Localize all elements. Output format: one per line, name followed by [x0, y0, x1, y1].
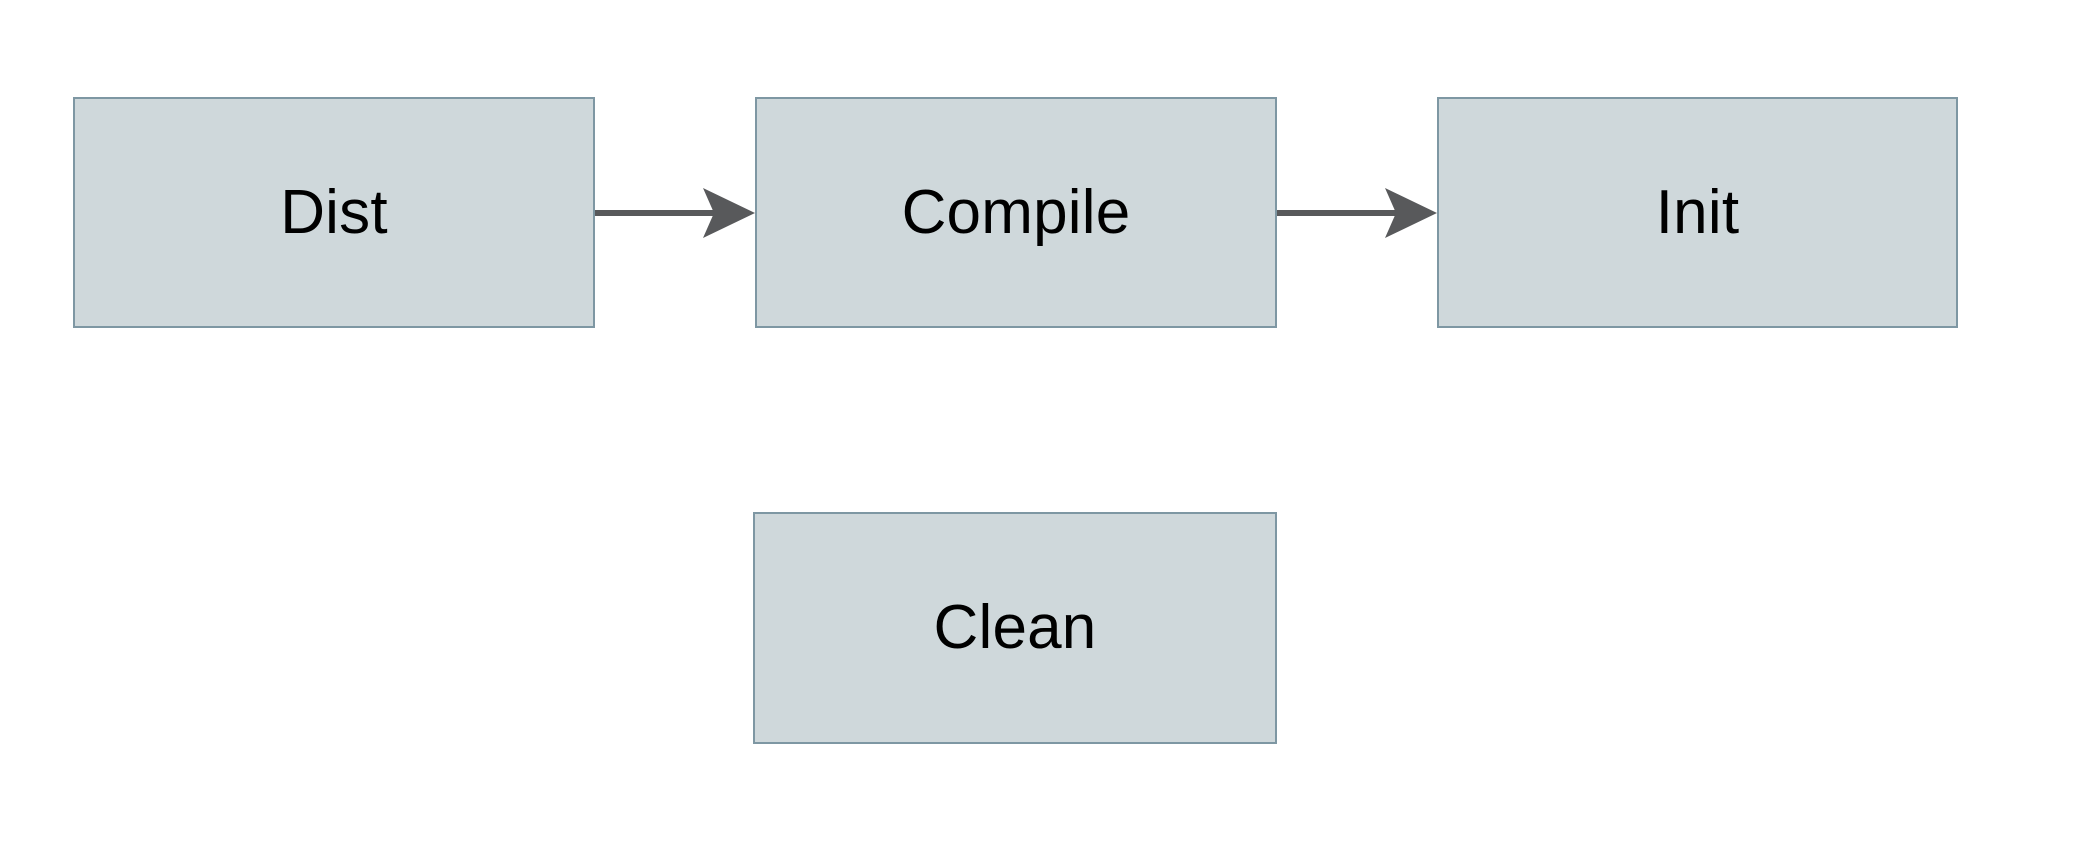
node-clean-label: Clean: [933, 593, 1097, 662]
arrowhead-icon: [703, 188, 755, 238]
edge-dist-to-compile[interactable]: [595, 188, 755, 238]
node-compile[interactable]: Compile: [755, 97, 1277, 328]
node-dist[interactable]: Dist: [73, 97, 595, 328]
edge-compile-to-init[interactable]: [1277, 188, 1437, 238]
node-compile-label: Compile: [901, 177, 1131, 247]
arrowhead-icon: [1385, 188, 1437, 238]
node-init[interactable]: Init: [1437, 97, 1958, 328]
node-clean[interactable]: Clean: [753, 512, 1277, 744]
node-init-label: Init: [1655, 177, 1740, 247]
node-dist-label: Dist: [280, 177, 388, 247]
